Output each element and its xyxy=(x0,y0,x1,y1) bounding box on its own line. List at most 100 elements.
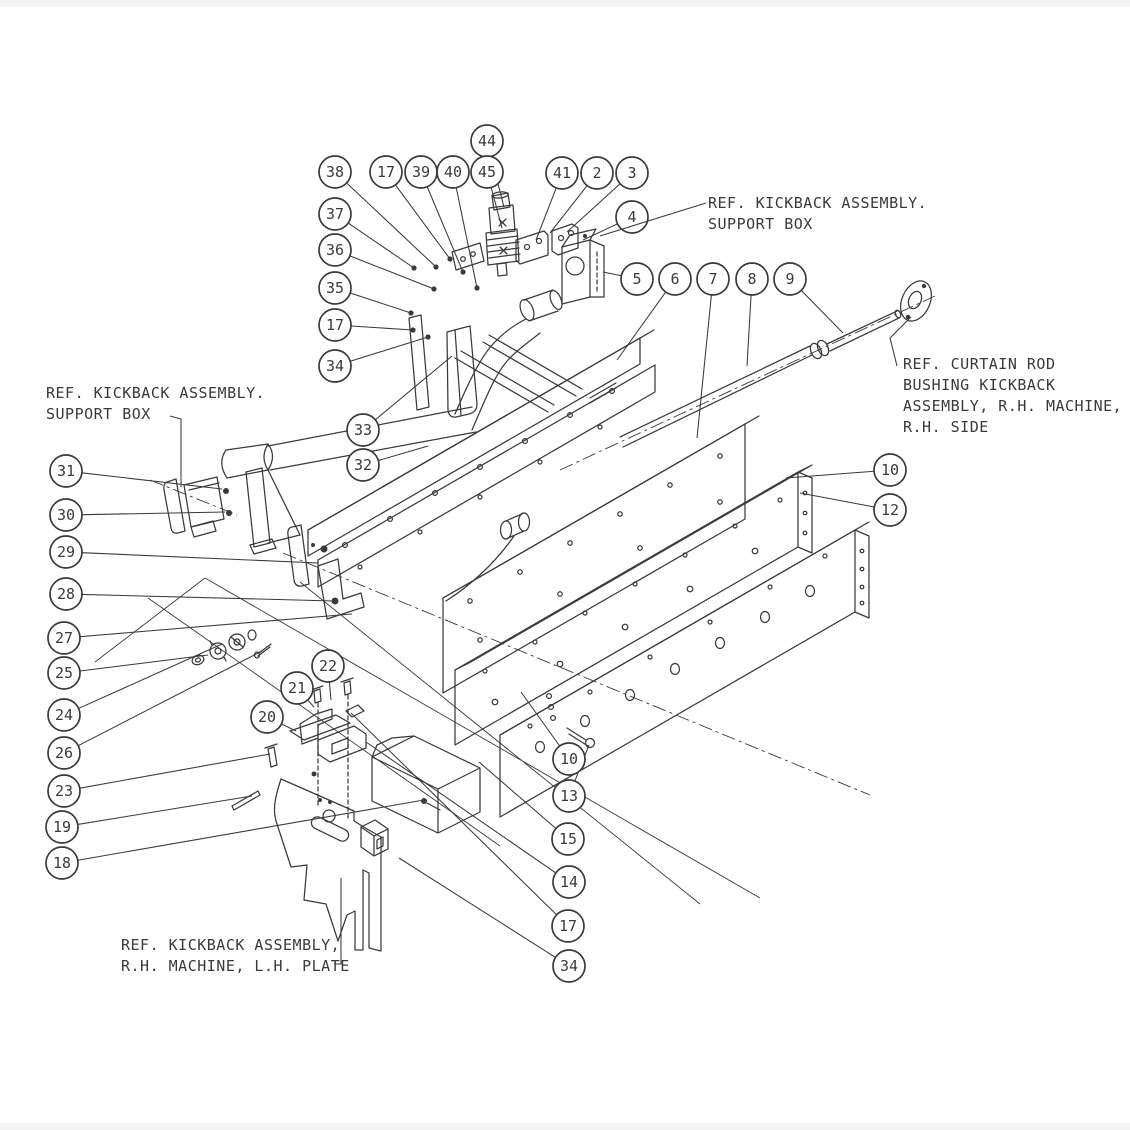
swan-neck-pipe xyxy=(454,289,563,431)
balloon-10: 10 xyxy=(552,742,586,776)
balloon-8: 8 xyxy=(735,262,769,296)
leader-line-4 xyxy=(582,223,618,241)
rod-flange-bushing xyxy=(899,280,933,322)
leader-line-21 xyxy=(307,699,315,708)
balloon-14: 14 xyxy=(552,865,586,899)
balloon-number: 3 xyxy=(627,164,636,182)
balloon-number: 4 xyxy=(627,208,636,226)
balloon-circle xyxy=(551,909,585,943)
leader-line-23 xyxy=(79,753,271,789)
balloon-number: 45 xyxy=(478,163,496,181)
balloon-number: 12 xyxy=(881,501,899,519)
knife-plate-bottom xyxy=(499,521,870,818)
leader-line-17 xyxy=(350,712,557,916)
balloon-30: 30 xyxy=(49,498,83,532)
balloon-17: 17 xyxy=(318,308,352,342)
leader-line-29 xyxy=(81,552,319,564)
balloon-number: 35 xyxy=(326,279,344,297)
ref-kickback-support-box-left-leader xyxy=(169,415,182,487)
leader-line-37 xyxy=(347,222,415,269)
balloon-38: 38 xyxy=(318,155,352,189)
balloon-circle xyxy=(45,846,79,880)
leader-line-2 xyxy=(549,185,588,234)
balloon-circle xyxy=(49,454,83,488)
balloon-number: 15 xyxy=(559,830,577,848)
balloon-17: 17 xyxy=(369,155,403,189)
leader-line-25 xyxy=(79,654,209,672)
ref-kickback-lh-plate: REF. KICKBACK ASSEMBLY,R.H. MACHINE, L.H… xyxy=(121,936,350,975)
balloon-circle xyxy=(49,577,83,611)
balloon-number: 34 xyxy=(560,957,578,975)
leader-line-10 xyxy=(520,691,561,747)
balloon-circle xyxy=(552,742,586,776)
balloon-circle xyxy=(311,649,345,683)
balloon-19: 19 xyxy=(45,810,79,844)
balloon-number: 23 xyxy=(55,782,73,800)
balloon-number: 24 xyxy=(55,706,73,724)
balloon-number: 18 xyxy=(53,854,71,872)
leader-line-40 xyxy=(455,187,478,289)
clamp-assembly xyxy=(289,677,367,821)
balloon-40: 40 xyxy=(436,155,470,189)
balloon-circle xyxy=(580,156,614,190)
knife-bar-lower xyxy=(311,364,656,620)
balloon-circle xyxy=(47,656,81,690)
balloon-number: 32 xyxy=(354,456,372,474)
balloon-circle xyxy=(436,155,470,189)
balloon-number: 17 xyxy=(377,163,395,181)
balloon-number: 44 xyxy=(478,132,496,150)
balloon-number: 20 xyxy=(258,708,276,726)
balloon-circle xyxy=(280,671,314,705)
balloon-circle xyxy=(658,262,692,296)
balloon-34: 34 xyxy=(552,949,586,983)
balloon-circle xyxy=(346,413,380,447)
balloon-number: 30 xyxy=(57,506,75,524)
balloon-circle xyxy=(346,448,380,482)
leader-line-5 xyxy=(602,271,622,277)
balloon-circle xyxy=(873,453,907,487)
balloon-number: 25 xyxy=(55,664,73,682)
balloon-number: 26 xyxy=(55,744,73,762)
balloon-number: 36 xyxy=(326,241,344,259)
balloon-circle xyxy=(552,865,586,899)
balloon-number: 28 xyxy=(57,585,75,603)
balloon-17: 17 xyxy=(551,909,585,943)
leader-line-15 xyxy=(478,761,557,829)
balloon-number: 9 xyxy=(785,270,794,288)
balloon-number: 17 xyxy=(326,316,344,334)
loose-bolts xyxy=(421,727,596,811)
balloon-circle xyxy=(45,810,79,844)
balloon-number: 33 xyxy=(354,421,372,439)
leader-line-45 xyxy=(490,187,503,229)
balloon-35: 35 xyxy=(318,271,352,305)
balloon-24: 24 xyxy=(47,698,81,732)
leader-line-27 xyxy=(79,613,353,638)
leader-line-26 xyxy=(77,650,263,747)
balloon-5: 5 xyxy=(620,262,654,296)
leader-line-30 xyxy=(81,511,226,516)
leader-line-41 xyxy=(535,187,557,241)
balloon-circle xyxy=(318,349,352,383)
balloon-32: 32 xyxy=(346,448,380,482)
balloon-28: 28 xyxy=(49,577,83,611)
balloon-34: 34 xyxy=(318,349,352,383)
balloon-circle xyxy=(49,498,83,532)
leader-line-33 xyxy=(374,355,453,421)
leader-line-34 xyxy=(350,336,429,362)
balloon-circle xyxy=(873,493,907,527)
balloon-number: 39 xyxy=(412,163,430,181)
balloon-33: 33 xyxy=(346,413,380,447)
ref-kickback-lh-plate-leader xyxy=(334,878,342,965)
leader-line-19 xyxy=(77,795,253,825)
ref-curtain-rod-bushing-leader xyxy=(889,316,912,367)
balloon-circle xyxy=(47,698,81,732)
balloon-circle xyxy=(318,308,352,342)
balloon-circle xyxy=(696,262,730,296)
balloon-circle xyxy=(615,200,649,234)
balloon-circle xyxy=(552,779,586,813)
leader-line-7 xyxy=(696,294,712,439)
